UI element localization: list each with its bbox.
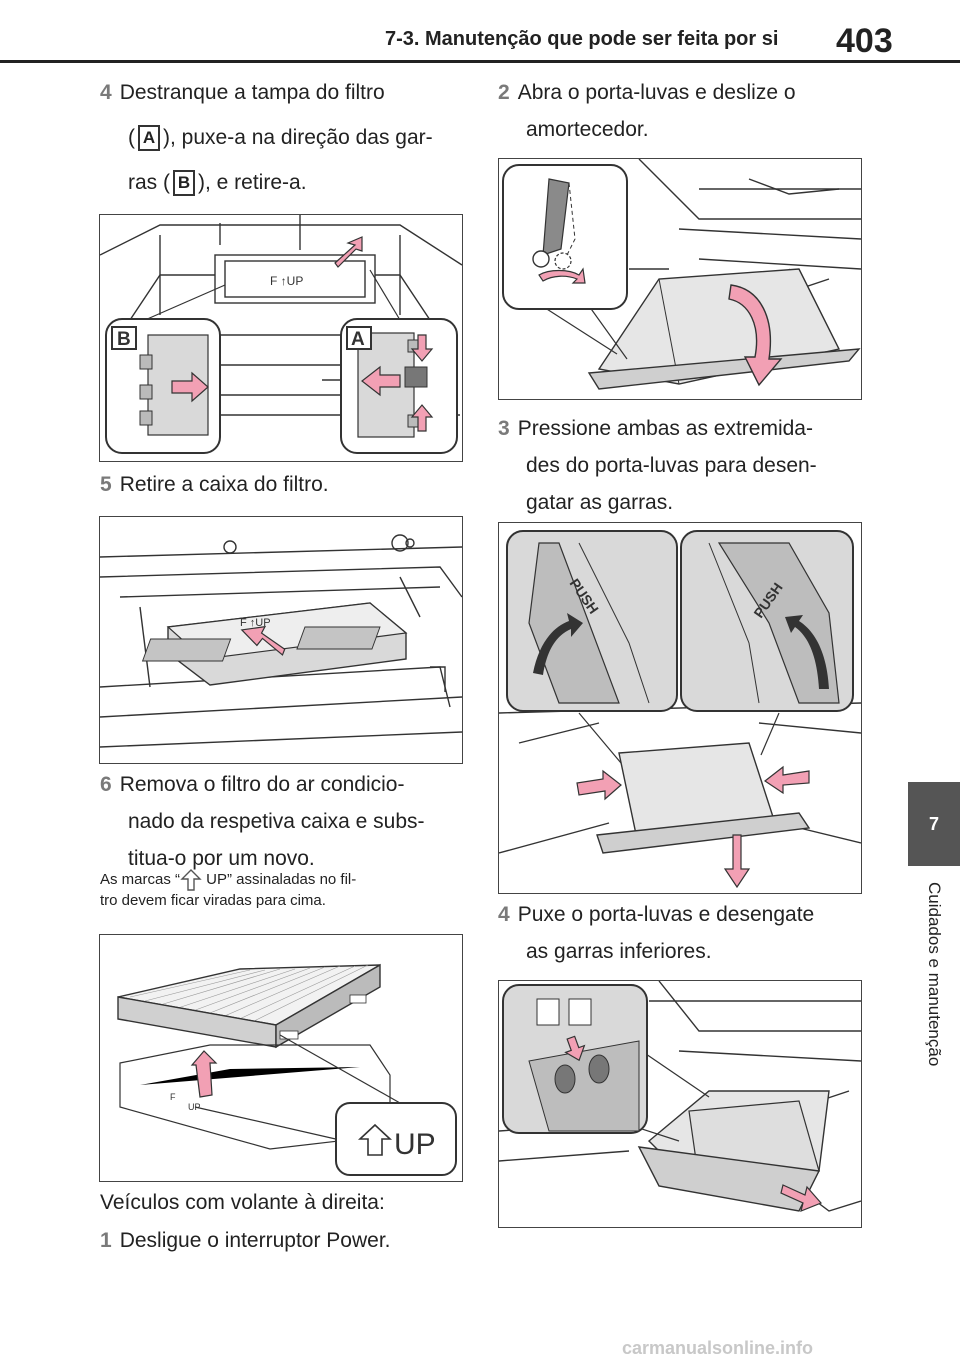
step-4-pull-glovebox: 4 Puxe o porta-luvas e desengate as garra… [498, 896, 868, 970]
callout-line [369, 269, 401, 321]
chapter-number: 7 [928, 813, 939, 834]
step-3-press-glovebox-ends: 3 Pressione ambas as extremida- des do po… [498, 410, 868, 521]
damper-arm [542, 178, 570, 256]
page-number: 403 [836, 22, 893, 60]
running-header: 7-3. Manutenção que pode ser feita por s… [385, 28, 779, 50]
step-2-open-glovebox: 2 Abra o porta-luvas e deslize o amortece… [498, 74, 868, 148]
release-claws-illustration [499, 981, 861, 1212]
step-text-line: Pressione ambas as extremida- [517, 417, 813, 440]
step-number: 1 [100, 1229, 112, 1252]
header-rule [0, 60, 960, 63]
push-right-arrow-icon [576, 769, 622, 801]
callout-line [194, 1106, 341, 1141]
glovebox-door [637, 1146, 821, 1212]
step-text-line: ), puxe-a na direção das gar- [163, 126, 433, 149]
callout-line [538, 303, 618, 355]
pull-left-arrow-icon [361, 365, 401, 397]
push-up-arrow-icon [410, 404, 434, 432]
pull-right-arrow-icon [171, 371, 209, 403]
small-f-marking: F [170, 1092, 176, 1102]
step-number: 5 [100, 473, 112, 496]
step-text-line: Destranque a tampa do filtro [119, 81, 385, 104]
glovebox-damper-illustration [502, 159, 861, 390]
step-text-line: ras ( [128, 171, 170, 194]
step-text-line: Puxe o porta-luvas e desengate [517, 903, 815, 926]
pull-case-arrow-icon [240, 625, 286, 656]
step-text-line: nado da respetiva caixa e subs- [128, 810, 425, 833]
push-right-curved-arrow-icon [785, 615, 829, 689]
lift-arrow-icon [334, 236, 363, 268]
label-a-badge: A [138, 125, 160, 152]
rhd-heading: Veículos com volante à direita: [100, 1191, 385, 1214]
label-b-badge: B [173, 170, 195, 197]
pull-out-arrow-icon [780, 1184, 823, 1212]
step-text: Retire a caixa do filtro. [119, 473, 329, 496]
step-number: 4 [498, 903, 510, 926]
chapter-tab[interactable]: 7 [908, 782, 960, 866]
push-left-arrow-icon [763, 765, 810, 795]
step-text-line: Remova o filtro do ar condicio- [119, 773, 405, 796]
step-number: 4 [100, 81, 112, 104]
callout-line [760, 712, 780, 756]
note-text: As marcas “ [100, 870, 181, 888]
step-1-power-off: 1 Desligue o interruptor Power. [100, 1222, 460, 1259]
filter-case-illustration: F ↑UP [100, 534, 462, 748]
callout-line [578, 712, 622, 764]
step-text-line: titua-o por um novo. [128, 847, 315, 870]
slide-damper-arrow-icon [538, 267, 586, 284]
figure-new-filter-orientation: F UP UP [99, 934, 463, 1182]
step-text-line: as garras inferiores. [526, 940, 712, 963]
push-left-curved-arrow-icon [533, 613, 583, 675]
step-number: 2 [498, 81, 510, 104]
figure-filter-cover-removal: F ↑UP B A [99, 214, 463, 462]
damper-detail-frame [502, 164, 628, 310]
figure-glovebox-damper [498, 158, 862, 400]
step-6-replace-filter: 6 Remova o filtro do ar condicio- nado da… [100, 766, 460, 877]
step-text: Desligue o interruptor Power. [119, 1229, 391, 1252]
release-claw-arrow-icon [564, 1035, 586, 1062]
step-text-line: Abra o porta-luvas e deslize o [517, 81, 796, 104]
callout-line [144, 284, 226, 321]
note-text: tro devem ficar viradas para cima. [100, 892, 326, 909]
step-number: 6 [100, 773, 112, 796]
glovebox-door [596, 812, 811, 854]
note-text: UP” assinaladas no fil- [202, 870, 357, 888]
large-up-arrow-icon [357, 1123, 393, 1156]
step-number: 3 [498, 417, 510, 440]
label-b: B [117, 329, 131, 350]
push-glovebox-illustration: PUSH PUSH [499, 530, 861, 889]
callout-line [279, 1034, 401, 1104]
watermark: carmanualsonline.info [622, 1338, 814, 1358]
swing-open-arrow-icon [728, 284, 783, 387]
up-detail-frame [335, 1102, 457, 1176]
filter-cover-marking: F ↑UP [270, 274, 303, 288]
insert-filter-arrow-icon [190, 1050, 218, 1098]
filter-case-marking: F ↑UP [240, 617, 271, 629]
figure-push-glovebox-sides: PUSH PUSH [498, 522, 862, 894]
large-up-marking: UP [394, 1128, 436, 1161]
step-text-line: des do porta-luvas para desen- [526, 454, 817, 477]
step-text-line: amortecedor. [526, 118, 649, 141]
step-5-remove-filter-case: 5 Retire a caixa do filtro. [100, 466, 460, 503]
chapter-label: Cuidados e manutenção [925, 882, 944, 1067]
new-filter-illustration: F UP UP [117, 963, 457, 1176]
step-text-line: ), e retire-a. [198, 171, 307, 194]
lower-glovebox-arrow-icon [723, 834, 751, 889]
figure-filter-case-removal: F ↑UP [99, 516, 463, 764]
push-down-arrow-icon [410, 334, 434, 362]
step-text-line: gatar as garras. [526, 491, 674, 514]
label-a: A [351, 329, 365, 350]
figure-release-lower-claws [498, 980, 862, 1228]
small-up-marking: UP [188, 1102, 201, 1112]
filter-cover-illustration: F ↑UP B A [100, 215, 462, 454]
orientation-note: As marcas “ UP” assinaladas no fil- tro … [100, 868, 460, 910]
up-arrow-icon [180, 869, 202, 891]
